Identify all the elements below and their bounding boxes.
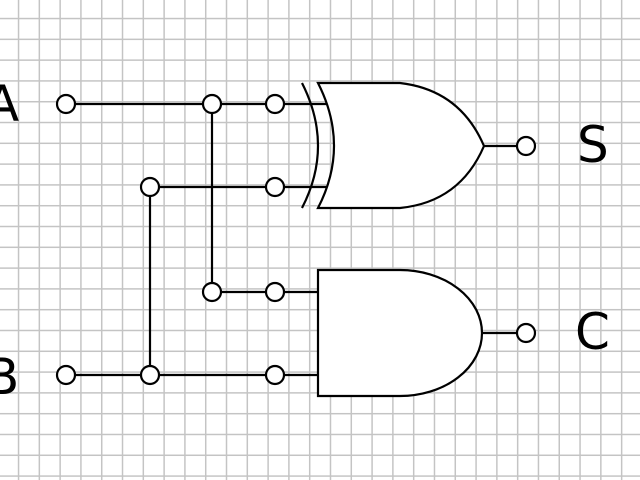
pin-sum-output [515, 135, 537, 157]
xor-gate-body [316, 81, 486, 210]
pin-a-junction [201, 93, 223, 115]
output-label-s: S [577, 116, 609, 174]
wires [66, 102, 526, 377]
connection-pins [55, 93, 537, 386]
pin-and-in2 [264, 364, 286, 386]
pin-a-junction-bottom [201, 281, 223, 303]
pin-b-input [55, 364, 77, 386]
pin-and-in1 [264, 281, 286, 303]
xor-gate [301, 81, 486, 210]
and-gate [316, 268, 484, 398]
xor-gate-input-arc [301, 82, 320, 209]
output-label-c: C [575, 303, 610, 361]
pin-carry-output [515, 322, 537, 344]
input-label-b: B [0, 348, 20, 406]
pin-xor-in1 [264, 93, 286, 115]
pin-xor-in2 [264, 176, 286, 198]
input-label-a: A [0, 75, 20, 133]
pin-a-input [55, 93, 77, 115]
and-gate-body [316, 268, 484, 398]
pin-b-junction [139, 364, 161, 386]
pin-b-junction-top [139, 176, 161, 198]
